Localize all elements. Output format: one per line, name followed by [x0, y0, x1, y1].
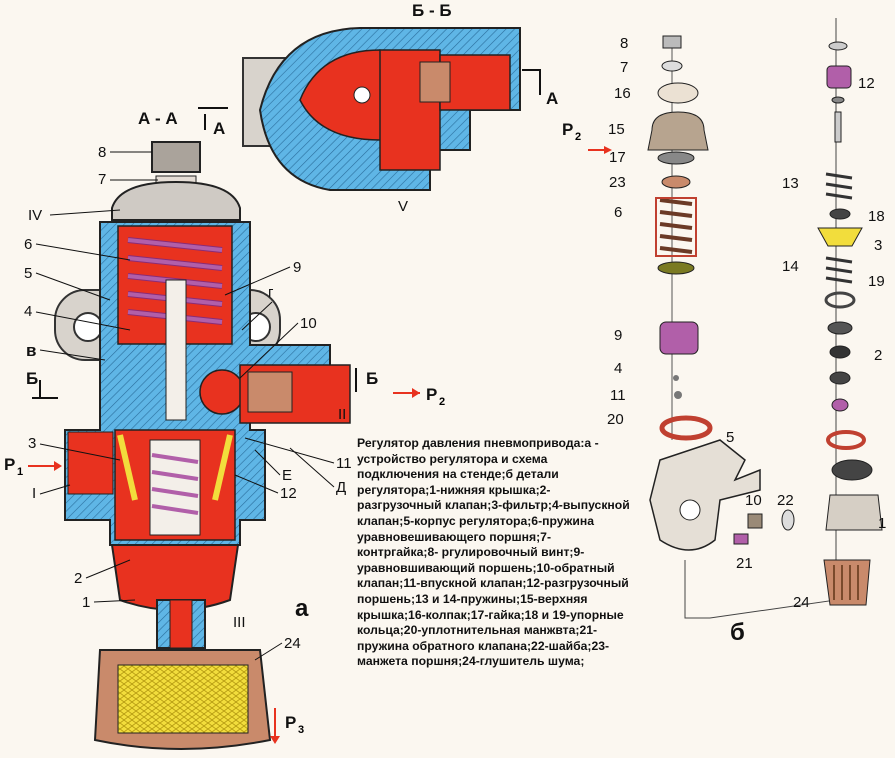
part-label: 5: [726, 429, 734, 446]
right-labels: 12 13 18 3 14 19 2 1 24: [782, 75, 886, 611]
part-label: 2: [575, 131, 581, 143]
label-roman-4: IV: [28, 207, 42, 224]
part-label: 10: [300, 315, 317, 332]
label-p3: P: [285, 713, 296, 732]
part-label: 1: [82, 594, 90, 611]
view-a-letter: а: [295, 595, 309, 622]
part-label: 24: [793, 594, 810, 611]
part-label: Е: [282, 467, 292, 484]
part-label: 9: [614, 327, 622, 344]
section-bb-title: Б - Б: [412, 1, 452, 20]
label-a-top: А: [213, 119, 225, 138]
part-label: 12: [280, 485, 297, 502]
part-label: 24: [284, 635, 301, 652]
part-label: 15: [608, 121, 625, 138]
part-label: 20: [607, 411, 624, 428]
part-label: 19: [868, 273, 885, 290]
label-b-right: Б: [366, 369, 378, 388]
label-roman-5: V: [398, 198, 408, 215]
part-label: 1: [878, 515, 886, 532]
part-label: 4: [614, 360, 622, 377]
part-label: 11: [610, 387, 626, 404]
part-label: 9: [293, 259, 301, 276]
regulator-section-drawing: [54, 141, 351, 750]
part-label: 21: [736, 555, 753, 572]
part-label: 6: [614, 204, 622, 221]
part-label: 23: [609, 174, 626, 191]
section-bb-drawing: [242, 27, 521, 191]
part-label: 7: [620, 59, 628, 76]
part-label: 3: [874, 237, 882, 254]
middle-labels: 8 7 16 15 17 23 6 9 4 11 20 5 10 22 21 P…: [562, 35, 794, 646]
left-labels: 8 7 IV 6 5 4 в 3 I 2 1 9 г 10 II 11 Е Д …: [24, 144, 352, 661]
part-label: г: [268, 284, 274, 301]
part-label: 6: [24, 236, 32, 253]
part-label: 3: [298, 724, 304, 736]
part-label: 10: [745, 492, 762, 509]
part-label: 14: [782, 258, 799, 275]
part-label: 16: [614, 85, 631, 102]
exploded-column-right: [817, 41, 883, 606]
section-aa-title: А - А: [138, 109, 178, 128]
part-label: 2: [74, 570, 82, 587]
part-label: 22: [777, 492, 794, 509]
label-roman-1: I: [32, 485, 36, 502]
figure-caption: Регулятор давления пневмопривода:а - уст…: [357, 436, 630, 669]
part-label: 2: [874, 347, 882, 364]
view-b-letter: б: [730, 619, 745, 646]
part-label: 13: [782, 175, 799, 192]
part-label: 8: [620, 35, 628, 52]
part-label: 11: [336, 455, 352, 472]
label-p2-exploded: P: [562, 120, 573, 139]
part-label: 3: [28, 435, 36, 452]
part-label: 5: [24, 265, 32, 282]
part-label: 7: [98, 171, 106, 188]
part-label: 4: [24, 303, 32, 320]
part-label: Д: [336, 479, 346, 496]
part-label: 2: [439, 396, 445, 408]
part-label: 12: [858, 75, 875, 92]
label-roman-3: III: [233, 614, 246, 631]
label-a-marker: А: [546, 89, 558, 108]
label-roman-2: II: [338, 406, 346, 423]
label-b-left: Б: [26, 369, 38, 388]
label-p1: P: [4, 455, 15, 474]
part-label: 1: [17, 466, 23, 478]
part-label: в: [26, 341, 36, 360]
part-label: 8: [98, 144, 106, 161]
label-p2-left: P: [426, 385, 437, 404]
exploded-column-middle: [647, 35, 795, 551]
part-label: 18: [868, 208, 885, 225]
part-label: 17: [609, 149, 626, 166]
